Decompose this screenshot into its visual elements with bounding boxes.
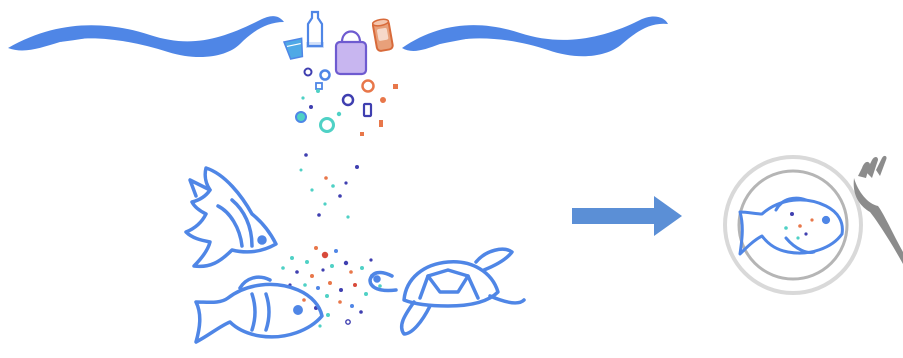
- soda-can-icon: [372, 18, 393, 51]
- plastic-bottle-icon: [306, 12, 324, 48]
- plastic-bag-icon: [336, 32, 366, 75]
- sea-turtle-icon: [370, 249, 524, 334]
- right-arrow-icon: [572, 196, 682, 236]
- wave-icon-left: [8, 16, 284, 57]
- wave-icon-right: [402, 17, 668, 57]
- floating-litter: [284, 12, 393, 74]
- fish-icon: [196, 277, 322, 342]
- plastic-cup-icon: [284, 38, 305, 59]
- angelfish-icon: [186, 168, 276, 266]
